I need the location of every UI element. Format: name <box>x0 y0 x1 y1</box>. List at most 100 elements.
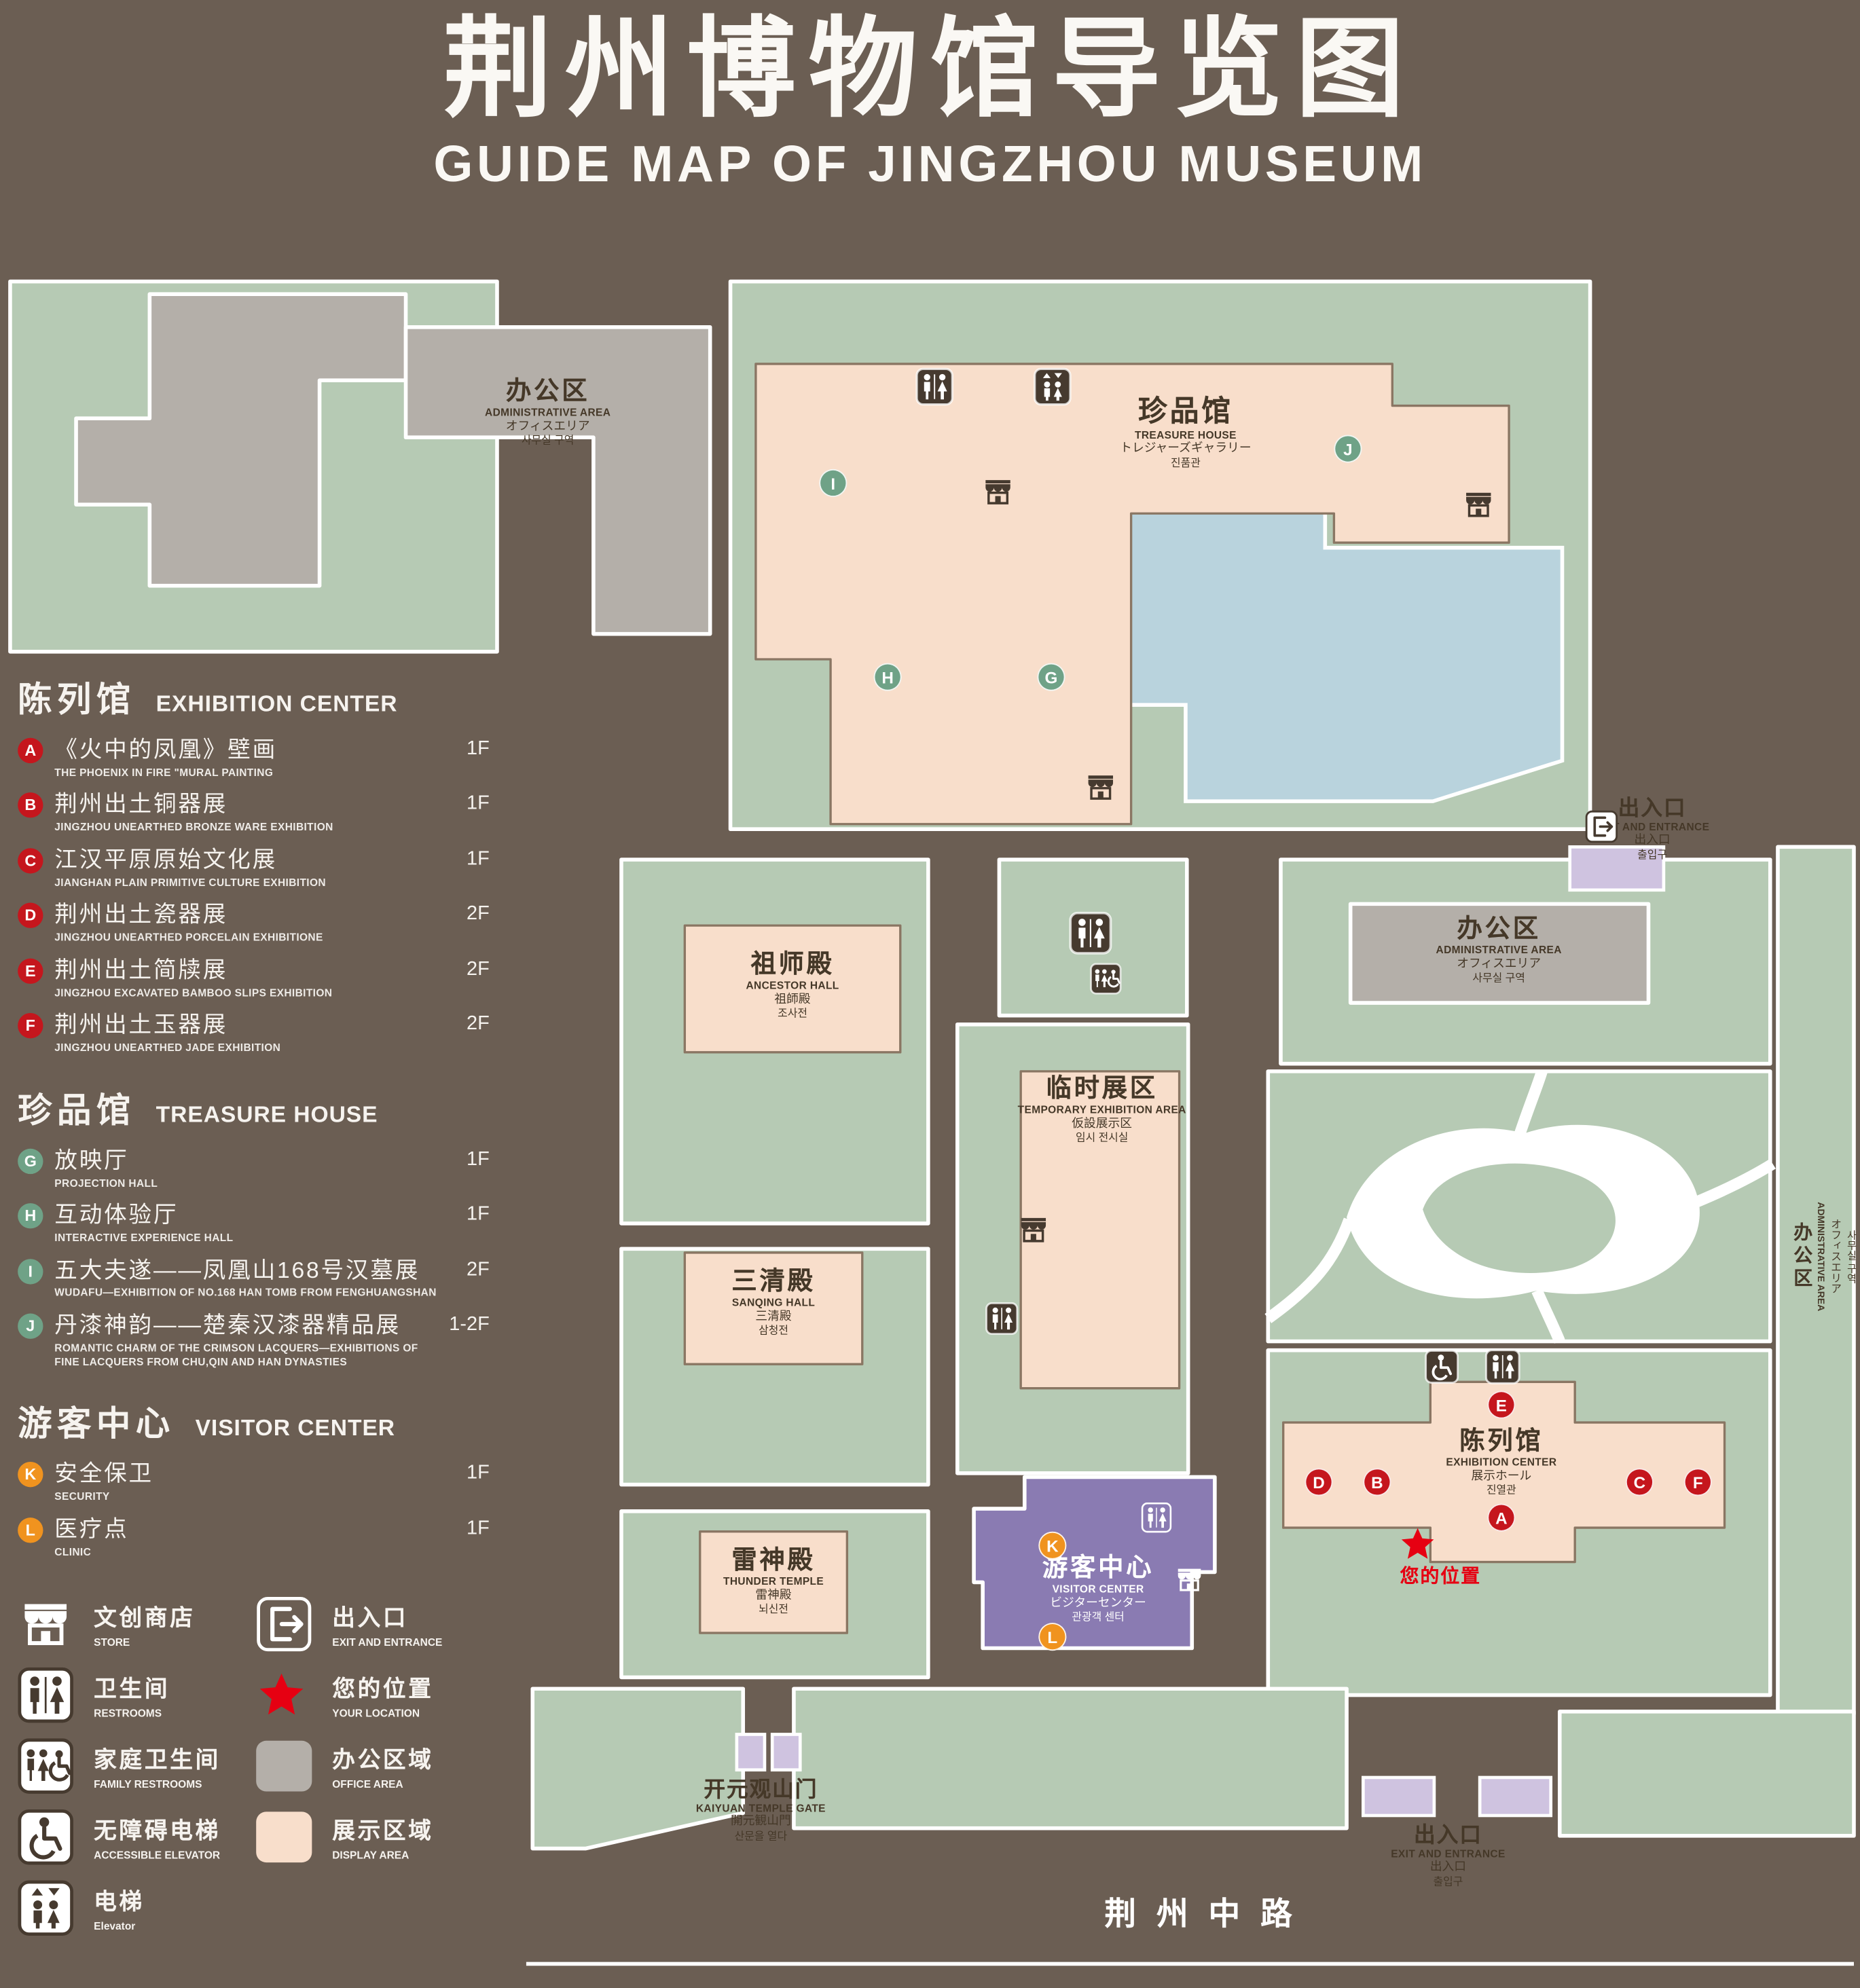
legend-item-floor: 2F <box>466 1258 490 1281</box>
label-en: SANQING HALL <box>731 1296 816 1309</box>
building-sanqing-hall <box>683 1251 864 1365</box>
label-zh: 三清殿 <box>731 1268 816 1296</box>
legend-symbol-en: ACCESSIBLE ELEVATOR <box>94 1849 221 1862</box>
entrance-blocks <box>735 845 1666 1818</box>
restroom-icon <box>1069 912 1112 955</box>
label-ja: 雷神殿 <box>755 1588 792 1602</box>
legend-item-name-en: WUDAFU—EXHIBITION OF NO.168 HAN TOMB FRO… <box>54 1286 437 1299</box>
location-icon <box>1399 1525 1437 1563</box>
legend-symbol-zh: 办公区域 <box>332 1747 434 1773</box>
label-ko: 진열관 <box>1486 1484 1516 1496</box>
legend-item-name-zh: 荆州出土简牍展 <box>54 957 228 982</box>
legend-badge-L: L <box>18 1517 43 1543</box>
label-ja: 開元観山門 <box>731 1814 791 1829</box>
legend-badge-D: D <box>18 903 43 929</box>
label-zh: 陈列馆 <box>1459 1427 1544 1456</box>
marker-I: I <box>819 468 847 497</box>
legend-badge-A: A <box>18 737 43 764</box>
legend-item-name-zh: 放映厅 <box>54 1147 129 1173</box>
legend-item-name-zh: 荆州出土铜器展 <box>54 792 228 817</box>
marker-E: E <box>1487 1391 1516 1419</box>
legend-symbol-en: DISPLAY AREA <box>332 1849 409 1862</box>
entrance-block-northeast <box>1568 845 1666 892</box>
display-buildings <box>683 363 1726 1634</box>
marker-D: D <box>1305 1468 1333 1496</box>
legend-item-floor: 2F <box>466 903 490 925</box>
label-zh: 办公区 <box>1457 915 1541 944</box>
legend-badge-K: K <box>18 1462 43 1488</box>
store-icon <box>1017 1213 1051 1247</box>
legend-item-floor: 1F <box>466 848 490 870</box>
label-en: EXIT AND ENTRANCE <box>1391 1847 1506 1860</box>
legend-badge-G: G <box>18 1148 43 1174</box>
legend-symbol-en: FAMILY RESTROOMS <box>94 1778 202 1791</box>
label-ko: 사무실 구역 <box>1846 1230 1858 1284</box>
marker-G: G <box>1037 663 1065 691</box>
legend-item-name-en: SECURITY <box>54 1490 110 1503</box>
restroom-icon <box>18 1668 84 1723</box>
building-treasure-house <box>754 363 1510 826</box>
family-restroom-icon <box>18 1739 84 1794</box>
label-ja: 祖師殿 <box>774 992 811 1007</box>
legend-section-title-en: EXHIBITION CENTER <box>156 691 398 717</box>
legend-symbol-zh: 出入口 <box>332 1605 409 1632</box>
restroom-icon <box>1142 1503 1172 1533</box>
label-ja: オフィスエリア <box>1829 1219 1843 1295</box>
marker-C: C <box>1625 1468 1654 1496</box>
marker-A: A <box>1487 1503 1516 1532</box>
label-ko: 사무실 구역 <box>521 434 575 447</box>
legend-item-name-zh: 荆州出土玉器展 <box>54 1012 228 1038</box>
label-ko: 진품관 <box>1171 456 1201 469</box>
legend-symbol-en: Elevator <box>94 1919 136 1933</box>
legend-badge-C: C <box>18 848 43 874</box>
legend-item-name-en: INTERACTIVE EXPERIENCE HALL <box>54 1231 234 1244</box>
lawn-east-strip <box>1776 845 1856 1716</box>
marker-L: L <box>1038 1623 1067 1651</box>
entrance-block-south-west <box>1362 1775 1436 1818</box>
label-en: ADMINISTRATIVE AREA <box>485 406 611 419</box>
label-ja: 仮設展示区 <box>1072 1116 1133 1131</box>
legend-item-floor: 1F <box>466 1462 490 1484</box>
label-ja: 出入口 <box>1634 833 1671 847</box>
marker-B: B <box>1363 1468 1391 1496</box>
office-swatch <box>256 1741 312 1792</box>
legend-item-floor: 1F <box>466 792 490 815</box>
office-buildings <box>74 292 1651 1005</box>
location-icon <box>256 1670 322 1721</box>
exit-icon <box>1585 810 1618 843</box>
legend-badge-J: J <box>18 1313 43 1340</box>
legend-symbol-en: YOUR LOCATION <box>332 1707 420 1720</box>
legend-item-name-zh: 江汉平原原始文化展 <box>54 847 278 872</box>
building-exhibition-center <box>1282 1380 1726 1564</box>
label-en: KAIYUAN TEMPLE GATE <box>695 1801 826 1815</box>
legend-badge-I: I <box>18 1258 43 1285</box>
label-ko: 임시 전시실 <box>1075 1131 1129 1144</box>
label-en: ADMINISTRATIVE AREA <box>1815 1202 1827 1312</box>
label-your-location: 您的位置 <box>1400 1566 1481 1588</box>
legend-item-name-zh: 互动体验厅 <box>54 1202 179 1228</box>
marker-F: F <box>1683 1468 1712 1496</box>
label-ja: 三清殿 <box>755 1309 792 1323</box>
